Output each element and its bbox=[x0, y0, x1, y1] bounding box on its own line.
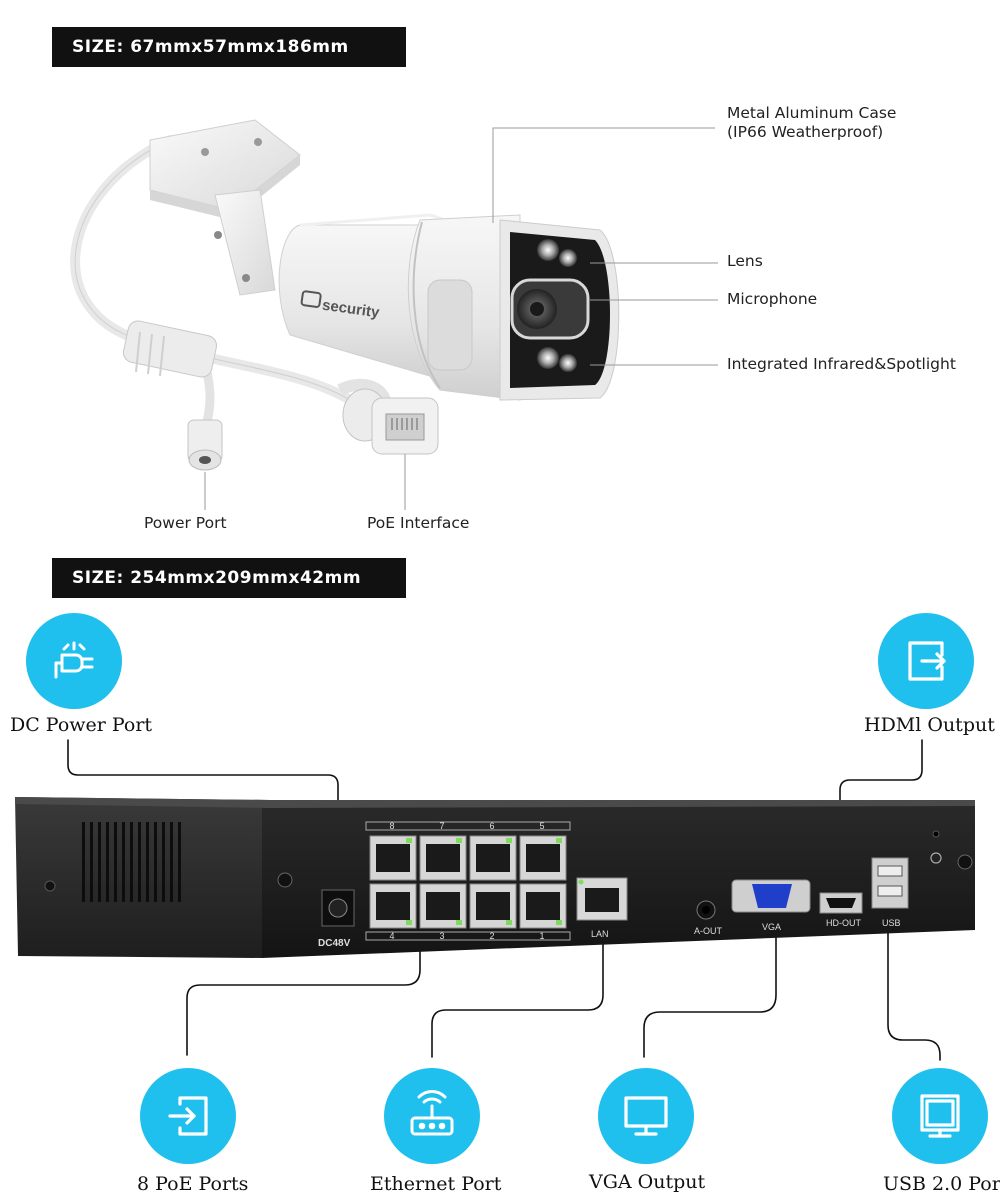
hdmi-icon-circle bbox=[878, 613, 974, 709]
camera-size-text: SIZE: 67mmx57mmx186mm bbox=[72, 37, 349, 57]
lan-port-label: LAN bbox=[591, 929, 609, 939]
usb-ports: USB bbox=[871, 857, 909, 928]
infrared-callout: Integrated Infrared&Spotlight bbox=[727, 355, 956, 373]
nvr-callout-lines bbox=[67, 739, 941, 1061]
output-arrow-icon bbox=[908, 641, 946, 681]
usb-icon-circle bbox=[892, 1068, 988, 1164]
poe-port-number: 1 bbox=[539, 931, 544, 941]
power-port-connector bbox=[187, 419, 223, 471]
poe-port bbox=[519, 883, 567, 929]
vga-port: VGA bbox=[731, 879, 811, 932]
poe-port bbox=[369, 835, 417, 881]
poe-port-number: 3 bbox=[439, 931, 444, 941]
poe-port bbox=[469, 835, 517, 881]
poe-ports-icon-circle bbox=[140, 1068, 236, 1164]
poe-port-number: 4 bbox=[389, 931, 394, 941]
camera-size-banner: SIZE: 67mmx57mmx186mm bbox=[52, 27, 406, 67]
poe-port-number: 5 bbox=[539, 821, 544, 831]
router-icon bbox=[410, 1090, 454, 1136]
case-callout-line1: Metal Aluminum Case bbox=[727, 104, 897, 122]
nvr-size-text: SIZE: 254mmx209mmx42mm bbox=[72, 568, 362, 588]
dc-power-icon-circle bbox=[26, 613, 122, 709]
usb-callout: USB 2.0 Port bbox=[883, 1173, 1000, 1195]
dc-power-callout: DC Power Port bbox=[10, 714, 153, 736]
hdmi-port: HD-OUT bbox=[819, 892, 863, 928]
nvr-illustration: DC48V 8 7 6 5 4 3 2 1 LAN A-OUT VGA HD-OUT bbox=[15, 739, 975, 1061]
power-plug-icon bbox=[54, 641, 94, 679]
poe-port bbox=[519, 835, 567, 881]
camera-illustration: security bbox=[70, 119, 718, 510]
poe-port bbox=[369, 883, 417, 929]
microphone-callout: Microphone bbox=[727, 290, 818, 308]
poe-interface-callout: PoE Interface bbox=[367, 514, 470, 532]
vga-icon-circle bbox=[598, 1068, 694, 1164]
nvr-size-banner: SIZE: 254mmx209mmx42mm bbox=[52, 558, 406, 598]
vga-callout: VGA Output bbox=[589, 1171, 706, 1193]
poe-port bbox=[419, 883, 467, 929]
lens-callout: Lens bbox=[727, 252, 763, 270]
screen-icon bbox=[920, 1094, 960, 1138]
case-callout: Metal Aluminum Case (IP66 Weatherproof) bbox=[727, 104, 896, 142]
camera-body: security bbox=[278, 213, 620, 401]
hdout-label: HD-OUT bbox=[826, 918, 861, 928]
vga-label: VGA bbox=[762, 922, 781, 932]
input-arrow-icon bbox=[168, 1096, 208, 1136]
poe-port bbox=[419, 835, 467, 881]
ethernet-callout: Ethernet Port bbox=[370, 1173, 502, 1195]
poe-port-number: 7 bbox=[439, 821, 444, 831]
case-callout-line2: (IP66 Weatherproof) bbox=[727, 123, 884, 141]
dc-port-label: DC48V bbox=[318, 938, 351, 949]
hdmi-callout: HDMl Output bbox=[864, 714, 995, 736]
audio-out-jack: A-OUT bbox=[694, 900, 723, 936]
monitor-icon bbox=[624, 1096, 668, 1136]
cable-gland bbox=[122, 320, 218, 378]
power-port-callout: Power Port bbox=[144, 514, 227, 532]
lan-port: LAN bbox=[576, 877, 628, 939]
camera-callout-lines bbox=[204, 127, 718, 510]
poe-port bbox=[469, 883, 517, 929]
poe-port-number: 2 bbox=[489, 931, 494, 941]
aout-label: A-OUT bbox=[694, 926, 723, 936]
poe-port-number: 8 bbox=[389, 821, 394, 831]
poe-port-number: 6 bbox=[489, 821, 494, 831]
camera-mount bbox=[149, 119, 301, 296]
poe-connector bbox=[337, 378, 439, 455]
ethernet-icon-circle bbox=[384, 1068, 480, 1164]
dc-power-jack: DC48V bbox=[318, 889, 355, 949]
poe-ports-callout: 8 PoE Ports bbox=[137, 1173, 249, 1195]
poe-port-block: 8 7 6 5 4 3 2 1 bbox=[365, 821, 571, 941]
usb-label: USB bbox=[882, 918, 901, 928]
